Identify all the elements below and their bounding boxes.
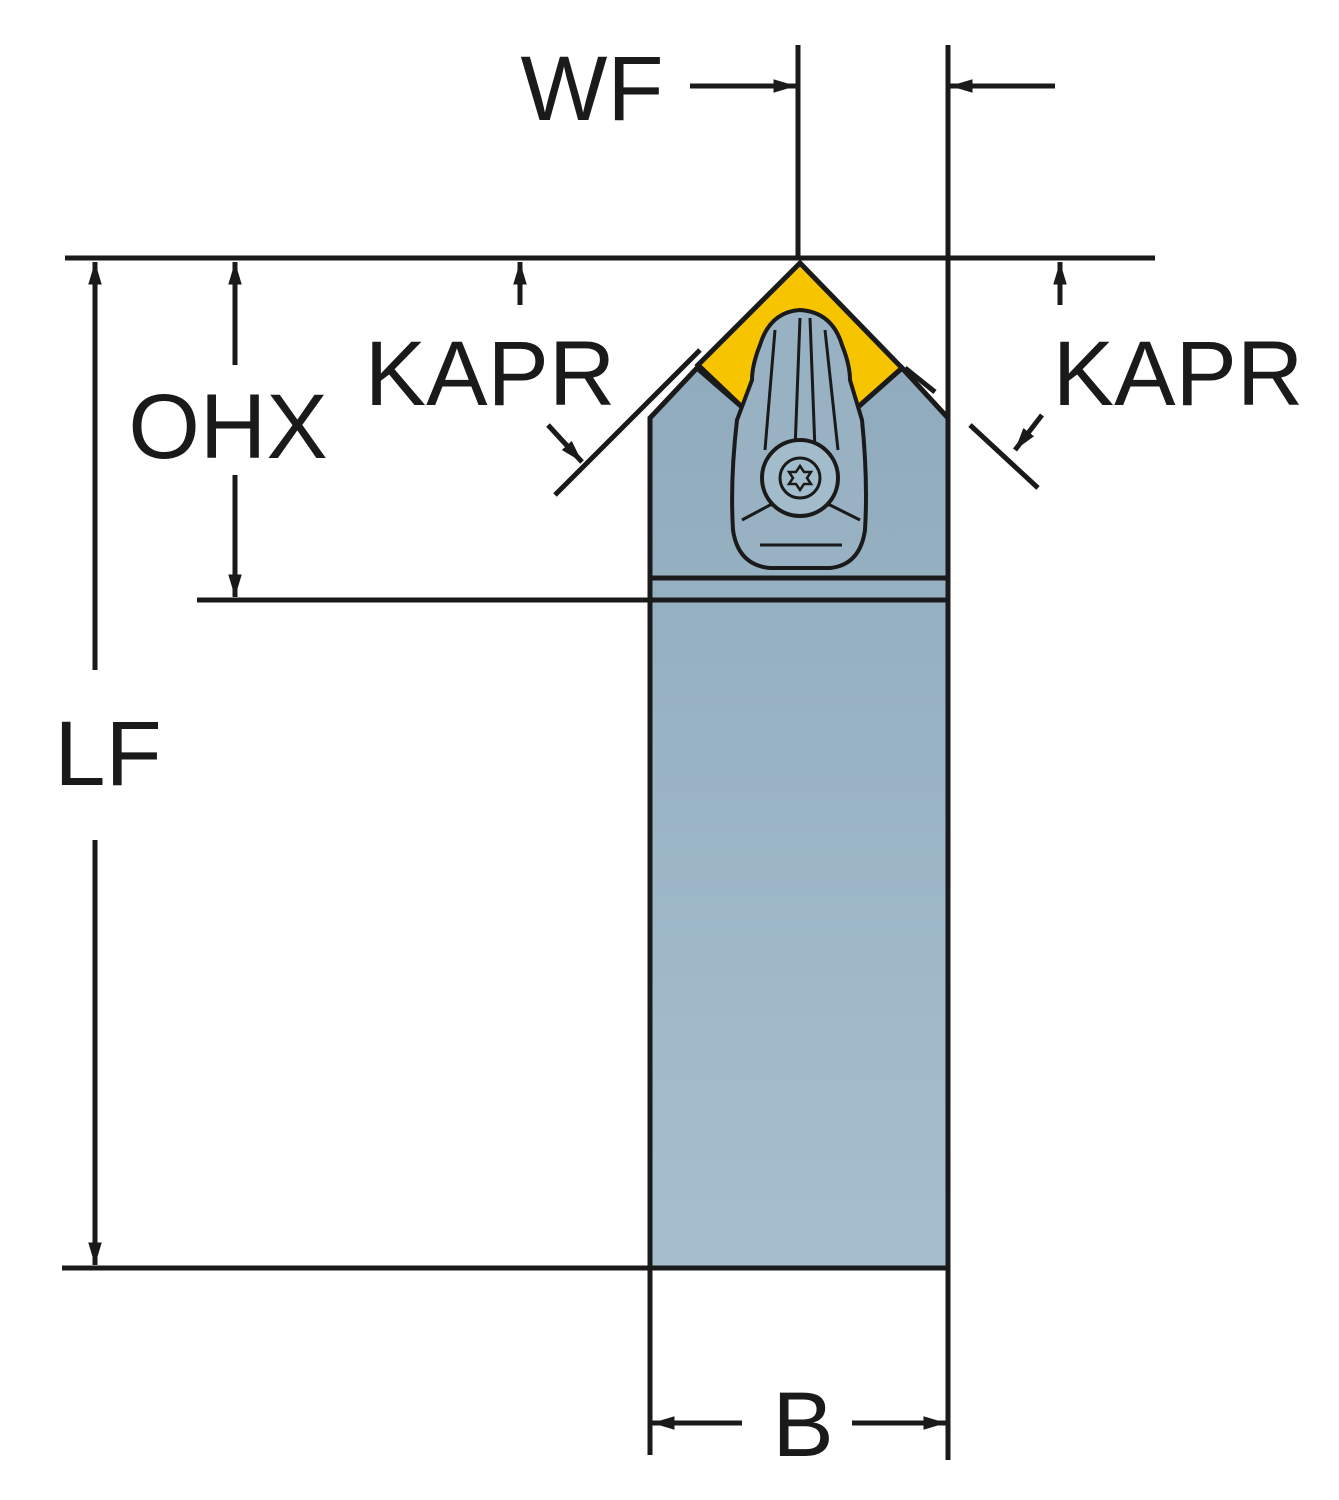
label-ohx: OHX	[128, 376, 327, 478]
label-wf: WF	[520, 38, 663, 140]
label-kapr-right: KAPR	[1053, 323, 1304, 425]
clamp	[730, 307, 868, 570]
label-kapr-left: KAPR	[365, 323, 616, 425]
label-lf: LF	[54, 703, 161, 805]
label-b: B	[772, 1374, 833, 1476]
dimension-lines	[62, 45, 1155, 1460]
torx-screw-icon	[778, 456, 822, 500]
